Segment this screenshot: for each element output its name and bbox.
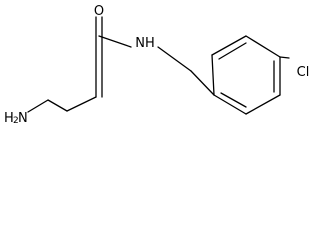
chlorine-label: Cl — [297, 65, 310, 80]
ring-bond-6 — [213, 94, 247, 115]
bond-c2-to-carbonyl — [66, 96, 97, 112]
bond-carbonyl-to-nh — [98, 35, 132, 48]
amine-subscript-label: 2 — [13, 116, 19, 123]
benzene-ring — [211, 35, 290, 115]
chemical-structure-diagram: O NH Cl H 2 N — [4, 4, 309, 123]
bond-nh-to-ch2 — [157, 46, 192, 72]
ring-bond-5 — [245, 94, 281, 115]
amide-nh-label: NH — [135, 36, 155, 51]
atom-labels: O NH Cl H 2 N — [4, 4, 309, 123]
bond-c1-to-c2 — [47, 99, 68, 112]
amine-n-label: N — [18, 111, 28, 123]
ring-bond-2 — [211, 35, 247, 56]
bond-amine-n-to-c1 — [27, 99, 49, 113]
oxygen-label: O — [94, 4, 104, 19]
ring-inner-double-3 — [220, 92, 247, 108]
amine-h-label: H — [4, 111, 14, 123]
ring-bond-3 — [245, 35, 281, 58]
bond-ring-to-cl — [279, 56, 290, 59]
ring-inner-double-1 — [218, 42, 247, 60]
ring-bond-1 — [211, 54, 215, 96]
bond-ch2-to-ring — [190, 70, 215, 96]
bond-skeleton — [27, 16, 215, 113]
